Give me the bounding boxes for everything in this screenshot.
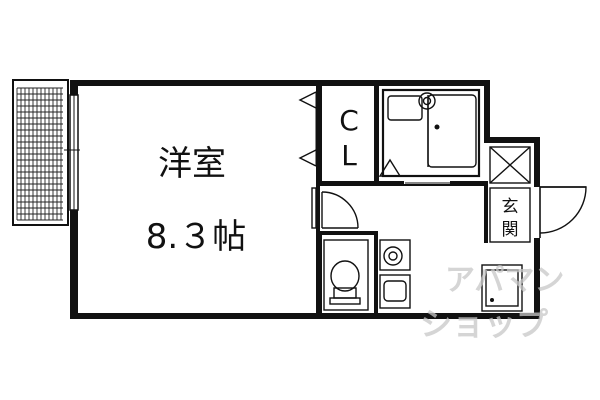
balcony-grating — [16, 87, 63, 221]
svg-text:ショップ: ショップ — [420, 305, 549, 343]
exterior-walls — [70, 80, 540, 319]
kitchen — [379, 239, 411, 309]
closet-doors — [298, 91, 317, 167]
bathroom — [378, 88, 481, 184]
interior-walls — [316, 86, 488, 319]
entrance-label-1: 玄 — [502, 197, 519, 217]
toilet-bowl-icon — [330, 260, 360, 292]
western-room-size: 8.３帖 — [146, 217, 246, 257]
entrance-label-2: 関 — [502, 220, 519, 240]
watermark: アパマン ショップ — [420, 263, 564, 343]
balcony — [12, 79, 69, 226]
drain-icon — [434, 124, 440, 130]
shoe-cabinet — [489, 146, 531, 184]
toilet-door — [321, 191, 359, 229]
sink-basin-icon — [418, 92, 436, 110]
closet-label-c: C — [339, 104, 359, 137]
kitchen-sink-icon — [383, 280, 407, 302]
entrance — [489, 187, 531, 243]
svg-text:アパマン: アパマン — [445, 263, 564, 298]
washing-machine-space — [481, 264, 523, 312]
entrance-door — [539, 186, 587, 238]
closet-label-l: L — [341, 139, 357, 172]
toilet — [323, 239, 369, 311]
stove-burner-icon — [383, 246, 403, 266]
bathroom-sink — [387, 95, 423, 121]
western-room-label: 洋室 — [158, 144, 226, 184]
room-door — [311, 187, 317, 229]
